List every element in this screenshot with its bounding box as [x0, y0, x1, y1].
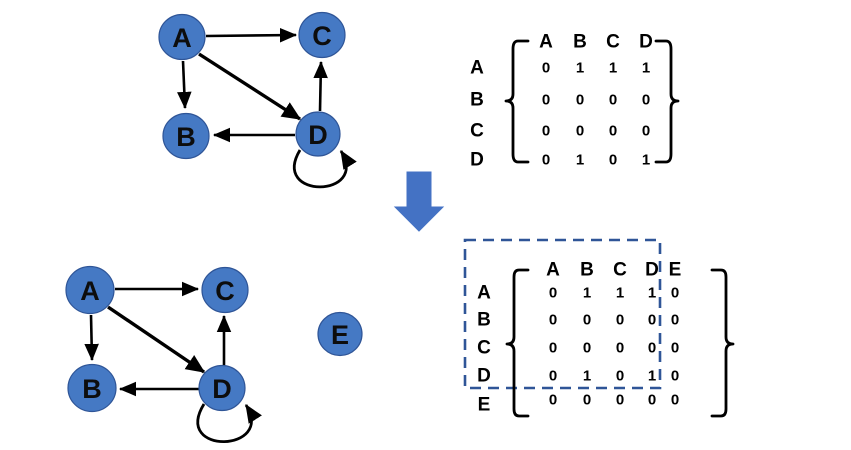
edge-A-B — [84, 314, 99, 362]
graph-node-A[interactable]: A — [158, 13, 206, 61]
matrix-cell: 0 — [549, 368, 557, 385]
matrix-cell: 0 — [549, 285, 557, 302]
edge-A-C — [205, 27, 298, 43]
matrix-row-label-B: B — [470, 90, 484, 111]
matrix-row-label-A: A — [470, 58, 484, 79]
matrix-cell: 0 — [616, 312, 624, 329]
edge-A-D — [198, 52, 302, 121]
matrix-col-header-A: A — [539, 32, 553, 53]
matrix-cell: 0 — [542, 60, 550, 77]
matrix-cell: 0 — [609, 152, 617, 169]
down-arrow-icon — [393, 171, 445, 232]
graph-node-B[interactable]: B — [67, 363, 117, 413]
matrix-cell: 0 — [671, 340, 679, 357]
matrix-cell: 0 — [576, 123, 584, 140]
matrix-row-label-C: C — [470, 121, 484, 142]
matrix-cell: 0 — [648, 392, 656, 409]
graph-node-D[interactable]: D — [295, 111, 341, 157]
matrix-cell: 0 — [549, 312, 557, 329]
matrix-cell: 0 — [542, 92, 550, 109]
matrix-row-label-B: B — [477, 310, 491, 331]
edge-D-D-self-loop — [292, 149, 357, 189]
matrix-cell: 0 — [583, 392, 591, 409]
matrix-cell: 1 — [642, 60, 650, 77]
matrix-cell: 0 — [648, 340, 656, 357]
graph-node-D[interactable]: D — [198, 364, 246, 412]
down-arrow — [393, 171, 445, 232]
matrix-cell: 0 — [642, 92, 650, 109]
matrix-cell: 0 — [616, 368, 624, 385]
matrix-cell: 0 — [549, 340, 557, 357]
matrix-row-label-E: E — [478, 395, 491, 416]
matrix-col-header-C: C — [613, 260, 627, 281]
matrix-cell: 1 — [609, 60, 617, 77]
matrix-col-header-A: A — [546, 260, 560, 281]
edge-D-D-self-loop — [196, 403, 262, 443]
matrix-col-header-C: C — [606, 32, 620, 53]
graph-node-C[interactable]: C — [298, 11, 346, 59]
matrix-cell: 0 — [542, 152, 550, 169]
matrix-row-label-D: D — [477, 366, 491, 387]
matrix-cell: 0 — [609, 92, 617, 109]
matrix-cell: 0 — [671, 392, 679, 409]
graph-node-A[interactable]: A — [65, 265, 115, 315]
matrix-col-header-B: B — [573, 32, 587, 53]
matrix-cell: 1 — [576, 152, 584, 169]
matrix-row-label-D: D — [470, 150, 484, 171]
edge-A-D — [107, 305, 206, 374]
matrix-cell: 0 — [671, 312, 679, 329]
matrix-cell: 0 — [542, 123, 550, 140]
matrix-cell: 0 — [576, 92, 584, 109]
graph-node-C[interactable]: C — [201, 266, 249, 314]
matrix-col-header-B: B — [580, 260, 594, 281]
matrix-cell: 0 — [609, 123, 617, 140]
matrix-cell: 0 — [616, 392, 624, 409]
adjacency-matrix-4x4: A B C D A B C D 0 1 1 1 0 0 0 0 0 0 0 — [470, 32, 680, 171]
matrix-cell: 1 — [583, 368, 591, 385]
matrix-left-brace — [504, 39, 530, 164]
matrix-cell: 0 — [642, 123, 650, 140]
matrix-right-brace — [654, 39, 680, 164]
matrix-cell: 1 — [583, 285, 591, 302]
matrix-col-header-D: D — [645, 260, 659, 281]
matrix-cell: 1 — [616, 285, 624, 302]
original-submatrix-highlight — [463, 238, 662, 390]
matrix-cell: 0 — [671, 285, 679, 302]
matrix-cell: 1 — [642, 152, 650, 169]
matrix-cell: 0 — [583, 340, 591, 357]
matrix-cell: 0 — [616, 340, 624, 357]
graph-node-E[interactable]: E — [317, 311, 363, 357]
matrix-cell: 1 — [576, 60, 584, 77]
matrix-cell: 0 — [671, 368, 679, 385]
edge-D-C — [313, 60, 328, 112]
edge-A-B — [177, 60, 192, 110]
matrix-col-header-D: D — [639, 32, 653, 53]
matrix-cell: 1 — [648, 368, 656, 385]
graph-node-B[interactable]: B — [162, 112, 210, 160]
matrix-left-brace — [505, 268, 530, 418]
matrix-cell: 0 — [583, 312, 591, 329]
original-graph: A B C D — [158, 11, 357, 189]
matrix-cell: 0 — [549, 392, 557, 409]
matrix-right-brace — [710, 268, 735, 418]
matrix-row-label-A: A — [477, 283, 491, 304]
expanded-graph: A B C D E — [65, 265, 363, 443]
matrix-row-label-C: C — [477, 338, 491, 359]
matrix-cell: 0 — [648, 312, 656, 329]
matrix-col-header-E: E — [669, 260, 682, 281]
adjacency-matrix-5x5: A B C D E A B C D E 0 1 1 1 0 0 0 0 0 0 — [463, 238, 735, 418]
matrix-cell: 1 — [648, 285, 656, 302]
